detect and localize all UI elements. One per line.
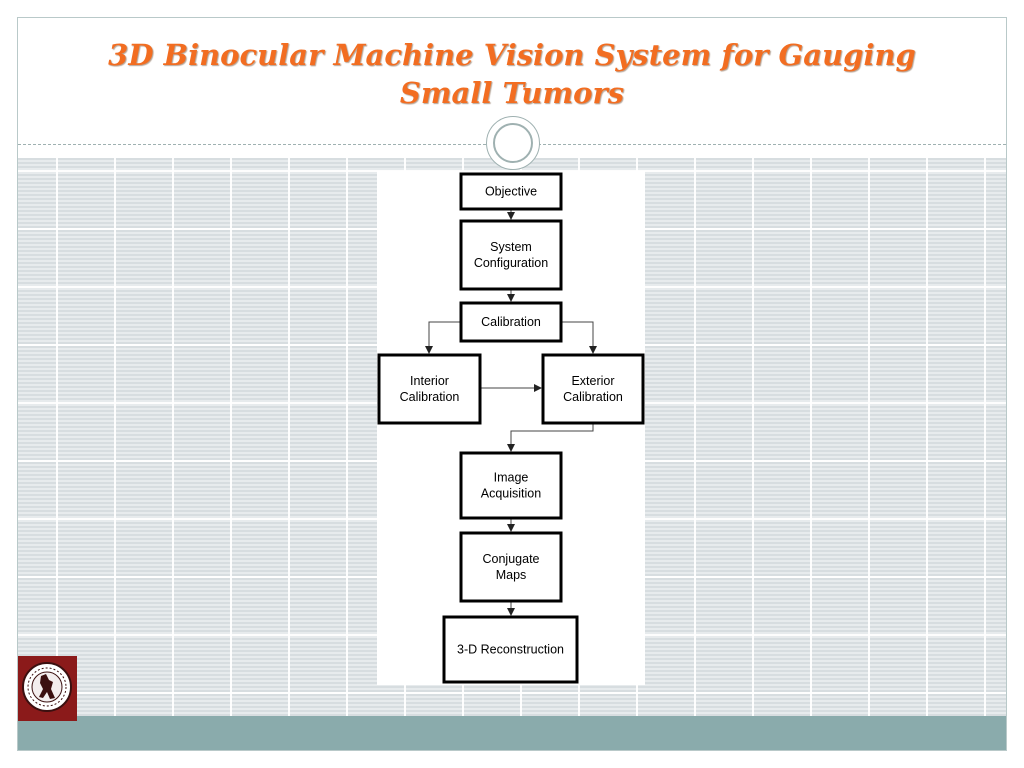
flow-node-label: Image (494, 471, 529, 485)
flowchart-nodes: ObjectiveSystemConfigurationCalibrationI… (377, 172, 645, 684)
flowchart-canvas: ObjectiveSystemConfigurationCalibrationI… (377, 172, 645, 684)
flow-node-label: 3-D Reconstruction (457, 643, 564, 657)
flow-node-box (442, 615, 579, 684)
flow-node-objective: Objective (459, 172, 563, 211)
flow-node-label: Conjugate (483, 552, 540, 566)
flow-node-label: Calibration (400, 390, 460, 404)
flow-node-label: Objective (485, 185, 537, 199)
slide-title: 3D Binocular Machine Vision System for G… (18, 36, 1006, 112)
university-seal-icon (18, 656, 77, 721)
slide-title-line-1: 3D Binocular Machine Vision System for G… (108, 38, 916, 72)
connector-exterior-calibration-to-image-acquisition (507, 423, 594, 452)
flow-node-box (459, 301, 563, 343)
flow-node-box (459, 172, 563, 211)
flow-node-box (377, 353, 482, 425)
seal-graphic (22, 662, 72, 712)
flow-node-calibration: Calibration (459, 301, 563, 343)
flow-node-label: Exterior (571, 374, 614, 388)
footer-bar (18, 716, 1006, 750)
flow-node-box (459, 451, 563, 520)
circle-ornament-icon (486, 116, 540, 170)
flow-node-box (459, 531, 563, 603)
connectors (425, 209, 597, 616)
flow-node-label: Acquisition (481, 487, 541, 501)
connector-calibration-to-exterior-calibration (561, 321, 597, 354)
flow-node-box (459, 219, 563, 291)
flow-node-label: Calibration (563, 390, 623, 404)
flow-node-label: Maps (496, 568, 527, 582)
flow-node-label: Interior (410, 374, 449, 388)
flow-node-label: Calibration (481, 315, 541, 329)
flow-node-label: Configuration (474, 256, 548, 270)
connector-calibration-to-interior-calibration (425, 321, 461, 354)
slide-title-line-2: Small Tumors (399, 76, 625, 110)
slide: 3D Binocular Machine Vision System for G… (17, 17, 1007, 751)
flow-node-label: System (490, 240, 532, 254)
flow-node-reconstruction: 3-D Reconstruction (442, 615, 579, 684)
flow-node-box (541, 353, 645, 425)
